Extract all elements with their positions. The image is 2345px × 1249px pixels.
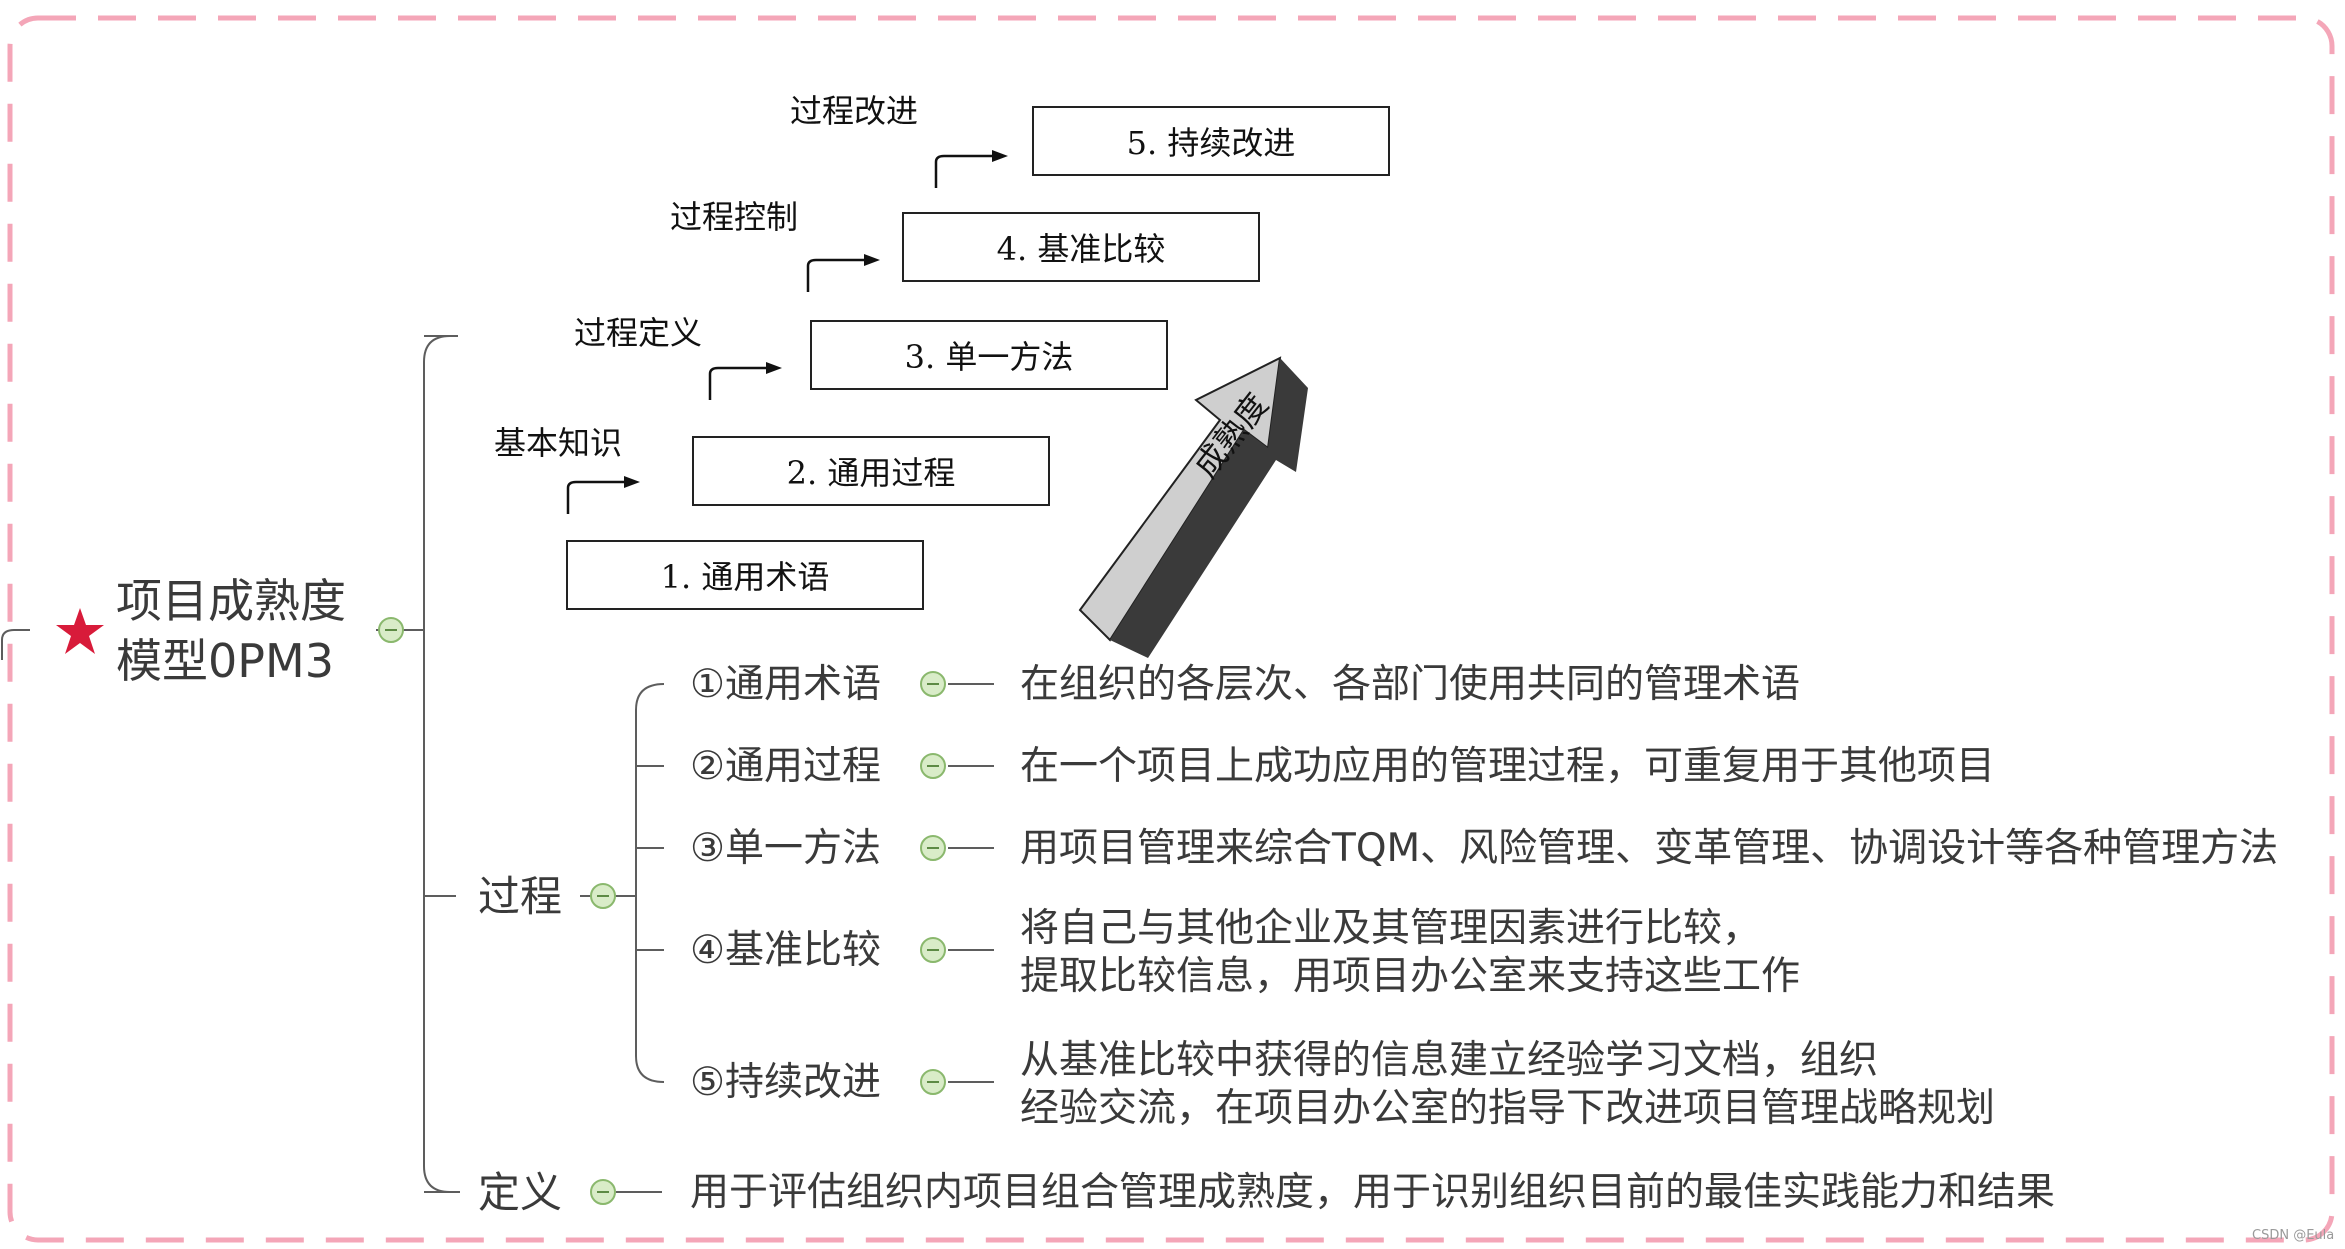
process-item-3-desc: 用项目管理来综合TQM、风险管理、变革管理、协调设计等各种管理方法 [1020, 826, 2279, 871]
process-item-5-label: ⑤持续改进 [690, 1060, 881, 1105]
process-collapse-toggle[interactable] [590, 883, 616, 909]
root-title-line1: 项目成熟度 [116, 574, 346, 628]
process-item-4-desc-line2: 提取比较信息，用项目办公室来支持这些工作 [1020, 954, 1801, 999]
bent-arrow-icon [806, 254, 880, 292]
step-box-1: 1. 通用术语 [566, 540, 924, 610]
stage-label-control: 过程控制 [670, 198, 799, 236]
stage-label-basic: 基本知识 [494, 424, 623, 462]
watermark: CSDN @Eula [2252, 1228, 2335, 1243]
process-item-4-label: ④基准比较 [690, 928, 881, 973]
step-box-3: 3. 单一方法 [810, 320, 1168, 390]
step-box-4: 4. 基准比较 [902, 212, 1260, 282]
process-item-4-desc-line1: 将自己与其他企业及其管理因素进行比较， [1020, 906, 1762, 951]
process-item-2-collapse-toggle[interactable] [920, 753, 946, 779]
maturity-arrow-icon [1078, 356, 1308, 658]
process-item-5-desc-line1: 从基准比较中获得的信息建立经验学习文档，组织 [1020, 1038, 1879, 1083]
definition-node: 定义 [478, 1168, 563, 1217]
process-item-3-label: ③单一方法 [690, 826, 881, 871]
definition-collapse-toggle[interactable] [590, 1179, 616, 1205]
process-item-1-desc: 在组织的各层次、各部门使用共同的管理术语 [1020, 662, 1801, 707]
process-item-5-collapse-toggle[interactable] [920, 1069, 946, 1095]
bent-arrow-icon [708, 362, 782, 400]
step-box-2: 2. 通用过程 [692, 436, 1050, 506]
process-item-1-collapse-toggle[interactable] [920, 671, 946, 697]
process-item-4-collapse-toggle[interactable] [920, 937, 946, 963]
process-item-5-desc-line2: 经验交流，在项目办公室的指导下改进项目管理战略规划 [1020, 1086, 1996, 1131]
stage-label-define: 过程定义 [574, 314, 703, 352]
root-collapse-toggle[interactable] [378, 617, 404, 643]
root-title-line2: 模型0PM3 [116, 634, 334, 688]
process-item-3-collapse-toggle[interactable] [920, 835, 946, 861]
bent-arrow-icon [566, 476, 640, 514]
bent-arrow-icon [934, 150, 1008, 188]
maturity-figure: 成熟度 1. 通用术语 2. 通用过程 3. 单一方法 4. 基准比较 5. 持… [470, 40, 1470, 658]
stage-label-improve: 过程改进 [790, 92, 919, 130]
definition-desc: 用于评估组织内项目组合管理成熟度，用于识别组织目前的最佳实践能力和结果 [690, 1170, 2056, 1215]
process-item-1-label: ①通用术语 [690, 662, 881, 707]
step-box-5: 5. 持续改进 [1032, 106, 1390, 176]
star-icon [56, 608, 104, 654]
process-item-2-label: ②通用过程 [690, 744, 881, 789]
process-item-2-desc: 在一个项目上成功应用的管理过程，可重复用于其他项目 [1020, 744, 1996, 789]
process-node: 过程 [478, 872, 563, 921]
